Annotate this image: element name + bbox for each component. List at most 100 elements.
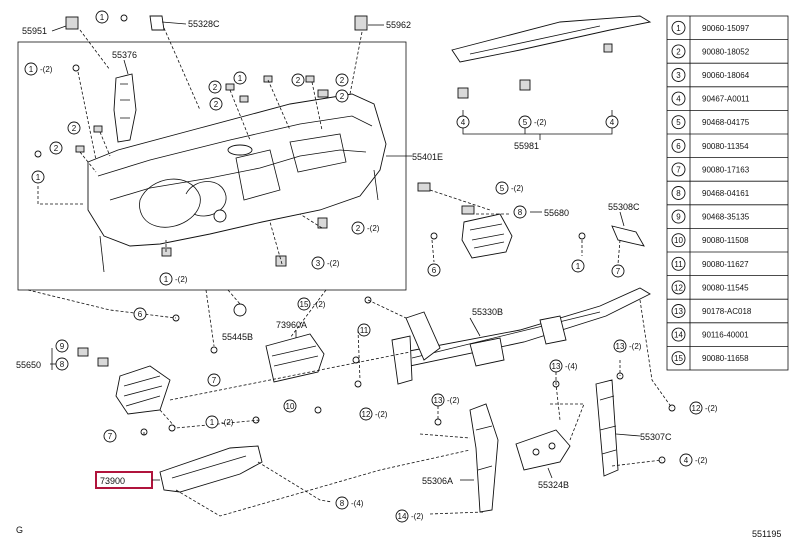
label-73900: 73900 [100,476,125,486]
label-55401e: 55401E [412,152,443,162]
footer-left-mark: G [16,525,23,535]
callout-11: 11 [357,323,371,337]
svg-text:9: 9 [60,342,65,351]
svg-text:-(2): -(2) [629,342,642,351]
label-55951: 55951 [22,26,47,36]
svg-text:7: 7 [616,267,621,276]
legend-number-circle [671,233,686,248]
svg-text:-(2): -(2) [313,300,326,309]
legend-number-circle [671,68,686,82]
svg-text:-(2): -(2) [221,418,234,427]
label-55962: 55962 [386,20,411,30]
svg-text:2: 2 [213,83,218,92]
reference-callouts: 1 1 -(2) 2 2 1 2 2 2 2 2 1 2 -(2) 3 -(2)… [24,10,718,523]
callout-12-a: 12 -(2) [359,407,388,421]
svg-text:12: 12 [692,404,701,413]
label-55445b: 55445B [222,332,253,342]
svg-text:-(2): -(2) [175,275,188,284]
legend-number-circle [671,91,686,106]
svg-text:-(2): -(2) [511,184,524,193]
legend-part-code: 90060-15097 [702,24,750,33]
footer-diagram-code: 551195 [752,529,781,539]
callout-7-c: 7 [103,429,117,443]
instrument-panel-illustration [87,73,387,273]
legend-number-circle [671,304,686,318]
legend-part-code: 90080-18052 [702,47,750,56]
svg-text:1: 1 [576,262,581,271]
label-55680: 55680 [544,208,569,218]
legend-part-code: 90080-11627 [702,260,749,269]
callout-2-h: 2 -(2) [351,221,380,235]
legend-part-code: 90080-17163 [702,165,750,174]
legend-number: 11 [674,260,683,269]
dashboard-group-frame [17,41,407,291]
legend-number-circle [671,351,686,366]
callout-3: 3 -(2) [311,256,340,270]
label-55308c: 55308C [608,202,640,212]
callout-7-a: 7 [611,264,625,278]
legend-part-code: 90178-AC018 [702,307,752,316]
callout-9: 9 [55,339,69,353]
side-register-illustration [417,182,513,259]
legend-number: 9 [676,213,681,222]
legend-part-code: 90080-11545 [702,283,749,292]
svg-text:13: 13 [616,342,625,351]
svg-text:2: 2 [214,100,219,109]
legend-part-code: 90467-A0011 [702,95,750,104]
legend-part-code: 90116-40001 [702,331,749,340]
leader-lines [27,27,673,517]
legend-number: 14 [674,331,683,340]
svg-text:1: 1 [210,418,215,427]
svg-text:2: 2 [54,144,59,153]
callout-13-a: 13 -(2) [613,339,642,353]
callout-7-b: 7 [207,373,221,387]
svg-text:6: 6 [432,266,437,275]
callout-2-e: 2 [335,89,349,103]
label-55328c: 55328C [188,19,220,29]
legend-number: 5 [676,118,681,127]
callout-8-b: 8 [55,357,69,371]
legend-number: 13 [674,307,683,316]
callout-2-a: 2 [208,80,222,94]
legend-number-circle [671,327,686,342]
legend-part-code: 90080-11658 [702,354,749,363]
box-73960a-illustration [265,333,325,383]
callout-12-b: 12 -(2) [689,401,718,415]
svg-text:-(2): -(2) [411,512,424,521]
svg-text:8: 8 [518,208,523,217]
svg-text:-(4): -(4) [565,362,578,371]
legend-number: 3 [676,71,681,80]
svg-text:14: 14 [398,512,407,521]
legend-number: 1 [676,24,681,33]
part-labels: 55951 55328C 55962 55376 55401E 55981 55… [16,19,672,490]
svg-text:13: 13 [434,396,443,405]
svg-text:15: 15 [300,300,309,309]
svg-text:-(2): -(2) [40,65,53,74]
svg-text:-(2): -(2) [695,456,708,465]
legend-number: 7 [676,165,681,174]
legend-part-code: 90468-04175 [702,118,750,127]
legend-part-code: 90060-18064 [702,71,750,80]
center-register-illustration [77,314,322,436]
label-55330b: 55330B [472,307,503,317]
fasteners-upper [34,14,368,267]
legend-number: 8 [676,189,681,198]
svg-text:4: 4 [684,456,689,465]
svg-text:-(2): -(2) [327,259,340,268]
svg-text:6: 6 [138,310,143,319]
brace-center-illustration [469,403,499,513]
svg-text:8: 8 [60,360,65,369]
knee-bracket-illustration [159,445,263,493]
svg-text:13: 13 [552,362,561,371]
label-55981: 55981 [514,141,539,151]
label-73960a: 73960A [276,320,307,330]
svg-text:-(2): -(2) [367,224,380,233]
svg-text:1: 1 [36,173,41,182]
legend-number: 10 [674,236,683,245]
svg-text:3: 3 [316,259,321,268]
svg-text:1: 1 [29,65,34,74]
callout-2-f: 2 [67,121,81,135]
callout-1-b: 1 -(2) [24,62,53,76]
legend-number-circle [671,186,686,200]
